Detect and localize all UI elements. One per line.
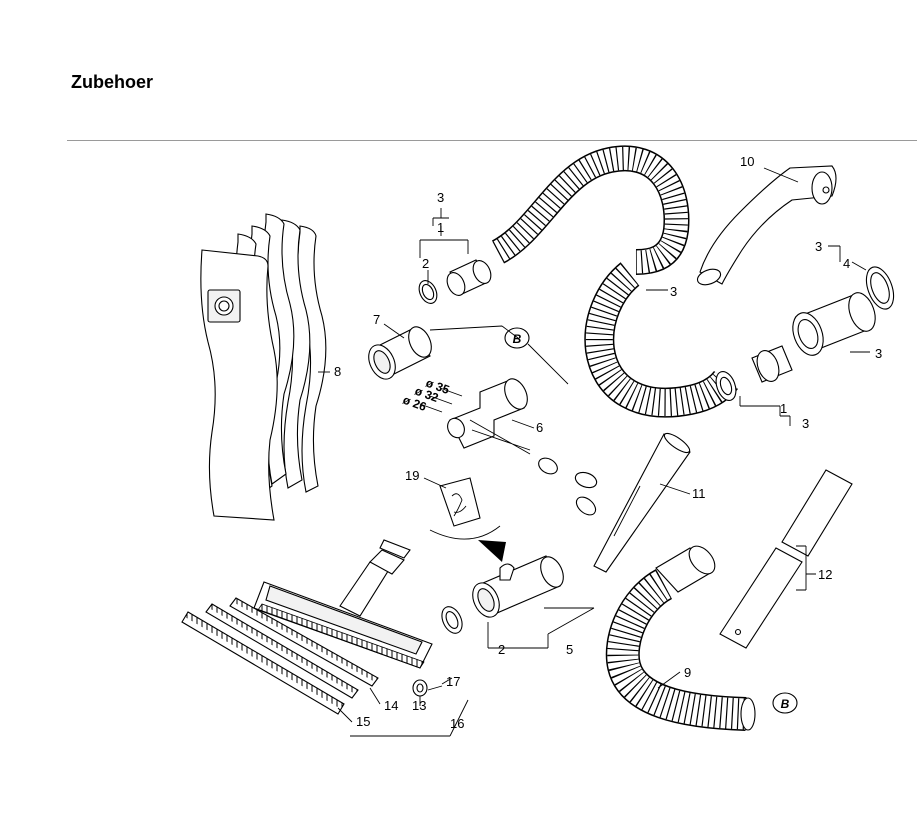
callout-1-top: 1 <box>437 220 444 235</box>
callout-16: 16 <box>450 716 464 731</box>
callout-6: 6 <box>536 420 543 435</box>
filter-bags <box>200 213 327 521</box>
callout-19: 19 <box>405 468 419 483</box>
callout-2-bottom: 2 <box>498 642 505 657</box>
wheel-and-axle <box>412 679 443 697</box>
callout-13: 13 <box>412 698 426 713</box>
diameter-labels: ø 35 ø 32 ø 26 <box>401 376 452 414</box>
callout-8: 8 <box>334 364 341 379</box>
extension-tubes <box>719 469 853 649</box>
adapter-7 <box>368 326 432 380</box>
callout-3-bottom-right: 3 <box>802 416 809 431</box>
floor-nozzle <box>253 539 433 669</box>
suction-hose-small <box>605 545 756 731</box>
callout-7: 7 <box>373 312 380 327</box>
adapter-5 <box>441 555 564 634</box>
callout-17: 17 <box>446 674 460 689</box>
callout-4: 4 <box>843 256 850 271</box>
callout-3-right: 3 <box>815 239 822 254</box>
brush-strips <box>181 597 379 715</box>
adapter-6-with-scissors <box>447 378 598 516</box>
callout-labels: 3 1 2 3 10 3 4 3 1 3 7 8 6 19 11 12 2 5 … <box>334 154 882 731</box>
hand-bag-icon <box>429 477 506 562</box>
leader-lines <box>318 167 870 737</box>
hose-fitting-top <box>418 259 492 304</box>
callout-9: 9 <box>684 665 691 680</box>
suction-hose-large <box>491 145 738 418</box>
bend-tube <box>696 165 837 286</box>
connector-b-mark-bottom: B <box>772 692 798 714</box>
callout-11: 11 <box>692 486 706 501</box>
callout-15: 15 <box>356 714 370 729</box>
connector-b-label-top: B <box>513 332 522 346</box>
page-title: Zubehoer <box>71 72 154 92</box>
callout-2-top: 2 <box>422 256 429 271</box>
callout-14: 14 <box>384 698 398 713</box>
callout-3-coupling: 3 <box>875 346 882 361</box>
callout-3-top: 3 <box>437 190 444 205</box>
crevice-nozzle <box>593 432 691 573</box>
coupling-right <box>715 266 895 401</box>
callout-5: 5 <box>566 642 573 657</box>
callout-1-right: 1 <box>780 401 787 416</box>
connector-b-label-bottom: B <box>781 697 790 711</box>
callout-12: 12 <box>818 567 832 582</box>
callout-10: 10 <box>740 154 754 169</box>
callout-3-hose: 3 <box>670 284 677 299</box>
title-divider <box>67 140 917 141</box>
